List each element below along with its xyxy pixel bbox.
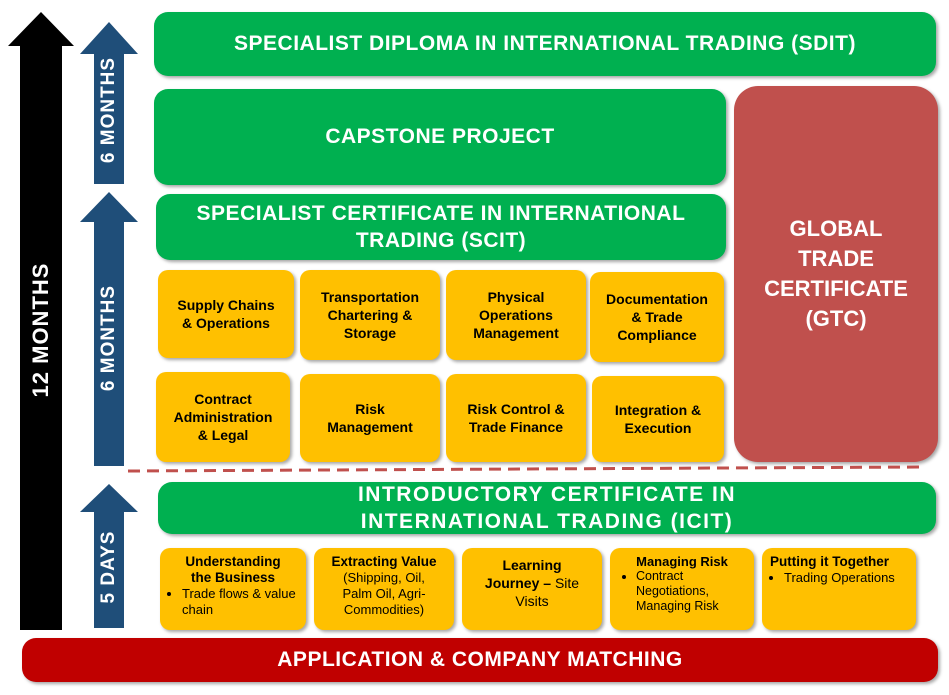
module-line: Operations (479, 307, 553, 323)
icit-module-detail: Site (551, 575, 580, 591)
scit-banner: SPECIALIST CERTIFICATE IN INTERNATIONAL … (156, 194, 726, 260)
arrow-6-months-top (80, 22, 138, 184)
capstone-title: CAPSTONE PROJECT (325, 125, 555, 148)
module-line: Storage (343, 325, 397, 341)
icit-banner: INTRODUCTORY CERTIFICATE IN INTERNATIONA… (158, 482, 936, 534)
module-line: Transportation (320, 289, 419, 305)
module-supply-chains: Supply Chains & Operations (158, 270, 294, 358)
module-line: Risk Control & (467, 401, 565, 417)
icit-title-line1: INTRODUCTORY CERTIFICATE IN (357, 483, 737, 506)
icit-module-putting-together: Putting it Together Trading Operations (762, 548, 916, 630)
icit-module-detail: Commodities) (343, 602, 425, 617)
module-integration: Integration & Execution (592, 376, 724, 462)
gtc-line2: TRADE (798, 246, 874, 271)
sdit-title: SPECIALIST DIPLOMA IN INTERNATIONAL TRAD… (234, 32, 856, 55)
icit-module-detail: (Shipping, Oil, (343, 570, 425, 585)
icit-title-line2: INTERNATIONAL TRADING (ICIT) (360, 510, 734, 533)
scit-title-line1: SPECIALIST CERTIFICATE IN INTERNATIONAL (196, 202, 686, 225)
label-5-days: 5 DAYS (98, 530, 119, 604)
icit-module-title: Journey – (484, 575, 552, 591)
module-line: Execution (624, 420, 692, 436)
icit-module-managing-risk: Managing Risk Contract Negotiations, Man… (610, 548, 754, 630)
gtc-line1: GLOBAL (789, 216, 883, 241)
arrow-6-months-mid (80, 192, 138, 466)
icit-module-title: Extracting Value (331, 554, 437, 569)
module-line: Administration (173, 409, 273, 425)
label-6-months-top: 6 MONTHS (98, 56, 119, 164)
label-6-months-mid: 6 MONTHS (98, 284, 119, 392)
module-line: Supply Chains (177, 297, 275, 313)
scit-title-line2: TRADING (SCIT) (355, 229, 527, 252)
module-line: & Legal (197, 427, 249, 443)
gtc-line3: CERTIFICATE (764, 276, 908, 301)
icit-module-learning-journey: Learning Journey – Site Visits (462, 548, 602, 630)
gtc-box: GLOBAL TRADE CERTIFICATE (GTC) (734, 86, 938, 462)
module-line: Trade Finance (468, 419, 564, 435)
icit-module-title: the Business (190, 570, 276, 585)
icit-module-bullet: Trade flows & value chain (182, 586, 298, 618)
module-line: Compliance (617, 327, 697, 343)
module-line: Management (473, 325, 559, 341)
footer-title: APPLICATION & COMPANY MATCHING (277, 648, 683, 671)
icit-module-bullet: Trading Operations (784, 570, 908, 586)
icit-module-bullet: Contract Negotiations, Managing Risk (636, 569, 746, 614)
module-line: Risk (355, 401, 385, 417)
sdit-banner: SPECIALIST DIPLOMA IN INTERNATIONAL TRAD… (154, 12, 936, 76)
module-line: Documentation (606, 291, 708, 307)
arrow-12-months (8, 12, 74, 630)
icit-module-detail: Visits (515, 593, 549, 609)
application-matching-banner: APPLICATION & COMPANY MATCHING (22, 638, 938, 682)
icit-module-extracting-value: Extracting Value (Shipping, Oil, Palm Oi… (314, 548, 454, 630)
icit-module-title: Learning (502, 557, 562, 573)
module-line: Management (327, 419, 413, 435)
label-12-months: 12 MONTHS (28, 262, 53, 398)
gtc-line4: (GTC) (805, 306, 867, 331)
capstone-banner: CAPSTONE PROJECT (154, 89, 726, 185)
icit-module-understanding-business: Understanding the Business Trade flows &… (160, 548, 306, 630)
arrow-5-days (80, 484, 138, 628)
module-line: Contract (194, 391, 252, 407)
module-line: Integration & (614, 402, 702, 418)
module-line: & Operations (182, 315, 270, 331)
icit-module-detail: Palm Oil, Agri- (342, 586, 426, 601)
arrows-layer (8, 12, 138, 630)
module-line: & Trade (631, 309, 683, 325)
module-risk-control: Risk Control & Trade Finance (446, 374, 586, 462)
icit-module-title: Understanding (185, 554, 281, 569)
dashed-divider (127, 465, 921, 473)
module-line: Chartering & (327, 307, 413, 323)
icit-module-title: Putting it Together (770, 554, 889, 569)
icit-module-title: Managing Risk (636, 554, 728, 569)
module-line: Physical (487, 289, 545, 305)
